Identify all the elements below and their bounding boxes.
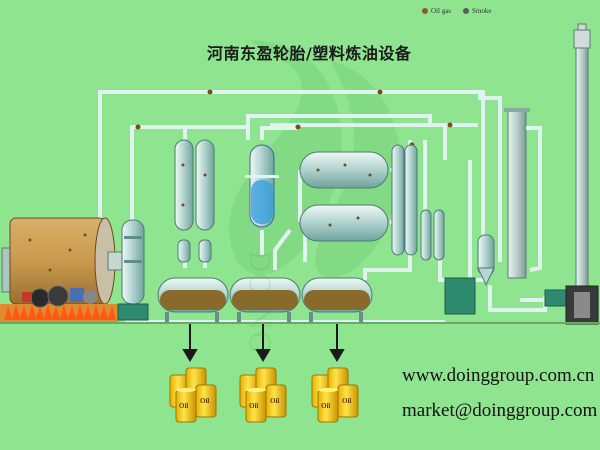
water-seal-columns	[391, 144, 445, 261]
email-text: market@doinggroup.com	[402, 400, 598, 421]
barrel-label: Oil	[342, 397, 351, 405]
website-text: www.doinggroup.com.cn	[402, 365, 595, 386]
desulfurization-tower	[504, 108, 576, 307]
barrel-label: Oil	[249, 402, 258, 410]
legend-oil-gas: Oil gas	[422, 7, 451, 15]
diagram-title: 河南东盈轮胎/塑料炼油设备	[207, 44, 412, 63]
barrel-label: Oil	[270, 397, 279, 405]
legend-oil-gas-label: Oil gas	[431, 7, 452, 15]
oil-barrels-3	[311, 367, 359, 423]
watermark-text: DOING	[243, 250, 276, 353]
chimney	[565, 23, 599, 325]
legend-smoke-label: Smoke	[472, 7, 492, 15]
catalyst-tower	[117, 219, 149, 321]
barrel-label: Oil	[200, 397, 209, 405]
oil-barrels-1	[169, 367, 217, 423]
legend: Oil gas Smoke	[422, 7, 491, 15]
legend-smoke: Smoke	[463, 7, 491, 15]
vertical-condensers	[174, 139, 215, 263]
oil-tanks	[157, 277, 373, 322]
barrel-label: Oil	[321, 402, 330, 410]
water-tank	[444, 234, 495, 315]
outflow-arrows	[182, 324, 345, 362]
smoke-swatch-icon	[463, 8, 470, 14]
barrel-label: Oil	[179, 402, 188, 410]
oil-gas-swatch-icon	[422, 8, 428, 14]
oil-barrels-2	[239, 367, 287, 423]
oil-gas-separator	[245, 144, 279, 228]
pyrolysis-reactor	[0, 217, 123, 322]
horizontal-condensers	[299, 151, 389, 242]
